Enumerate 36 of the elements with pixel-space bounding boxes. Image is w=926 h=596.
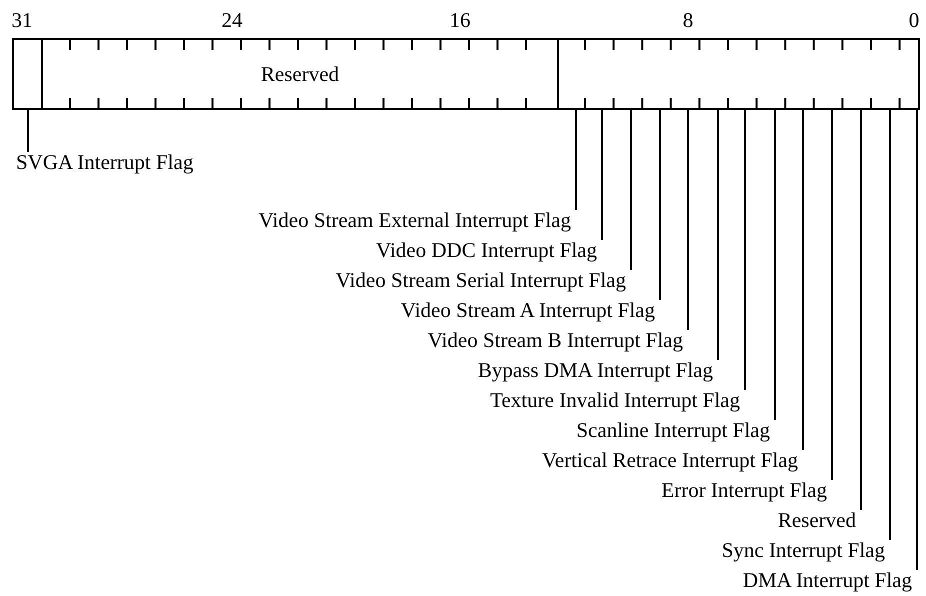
- flag-label: Video DDC Interrupt Flag: [376, 238, 597, 262]
- flag-label: Error Interrupt Flag: [661, 478, 827, 502]
- bit-number: 31: [12, 8, 32, 32]
- leader-line: [916, 110, 918, 570]
- bit-number: 24: [222, 8, 242, 32]
- register-field: [12, 38, 43, 110]
- flag-label: Sync Interrupt Flag: [722, 538, 885, 562]
- leader-line: [744, 110, 746, 390]
- leader-line: [630, 110, 632, 270]
- flag-label: Scanline Interrupt Flag: [576, 418, 770, 442]
- leader-line: [601, 110, 603, 240]
- leader-line: [831, 110, 833, 480]
- leader-line: [860, 110, 862, 510]
- leader-line: [717, 110, 719, 360]
- bit-number: 16: [450, 8, 470, 32]
- leader-line: [687, 110, 689, 330]
- flag-label: Video Stream External Interrupt Flag: [258, 208, 571, 232]
- flag-label: DMA Interrupt Flag: [742, 568, 912, 592]
- flag-label: Reserved: [778, 508, 856, 532]
- bit-number: 8: [682, 8, 694, 32]
- leader-line: [889, 110, 891, 540]
- flag-label: Video Stream Serial Interrupt Flag: [336, 268, 626, 292]
- leader-line: [774, 110, 776, 420]
- flag-label: SVGA Interrupt Flag: [16, 150, 194, 174]
- flag-label: Video Stream B Interrupt Flag: [428, 328, 683, 352]
- leader-line: [575, 110, 577, 210]
- flag-label: Texture Invalid Interrupt Flag: [490, 388, 740, 412]
- leader-line: [659, 110, 661, 300]
- register-field: [41, 38, 559, 110]
- register-field: [557, 38, 920, 110]
- leader-line: [27, 110, 29, 152]
- flag-label: Bypass DMA Interrupt Flag: [478, 358, 713, 382]
- flag-label: Video Stream A Interrupt Flag: [400, 298, 655, 322]
- bit-number: 0: [908, 8, 920, 32]
- leader-line: [802, 110, 804, 450]
- flag-label: Vertical Retrace Interrupt Flag: [542, 448, 798, 472]
